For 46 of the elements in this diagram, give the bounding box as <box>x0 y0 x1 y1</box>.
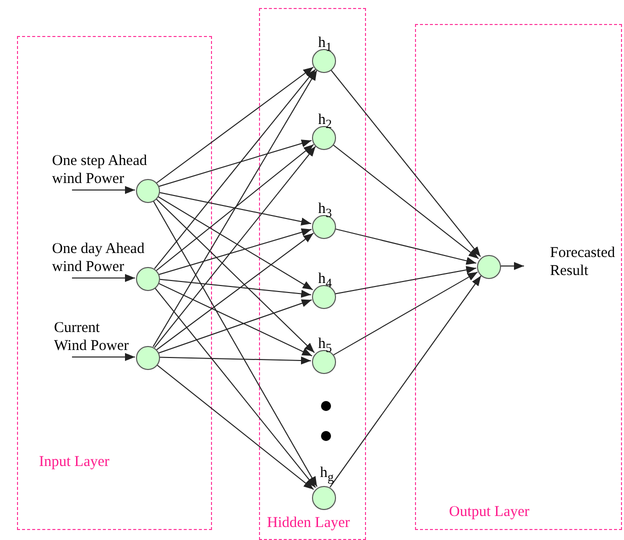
neuron-label: h$_{4}$ <box>317 270 333 292</box>
neuron-label: h$_{1}$ <box>317 34 333 56</box>
arrow <box>158 278 312 298</box>
arrow <box>156 196 314 290</box>
arrow <box>72 274 136 282</box>
arrow <box>156 66 314 184</box>
arrow <box>332 144 479 260</box>
arrow <box>334 266 477 294</box>
arrow <box>72 353 136 361</box>
layer-title: Input Layer <box>39 453 110 471</box>
arrow <box>154 286 316 488</box>
arrow <box>158 192 312 226</box>
arrow <box>152 200 318 488</box>
neuron-label: h$_{2}$ <box>317 111 333 133</box>
neuron-label: One day Ahead wind Power <box>52 240 146 276</box>
ellipsis-dot <box>321 401 331 411</box>
arrow <box>158 140 312 187</box>
arrow <box>332 272 478 356</box>
layer-frame <box>259 8 366 540</box>
ellipsis-dot <box>321 431 331 441</box>
neuron-label: h$_{3}$ <box>317 200 333 222</box>
arrow <box>154 68 316 270</box>
arrow <box>330 68 481 258</box>
arrow <box>156 144 314 271</box>
arrow <box>156 232 314 350</box>
layer-frame <box>415 24 622 530</box>
arrow <box>152 70 318 348</box>
arrow <box>157 282 313 356</box>
arrow <box>158 356 312 364</box>
arrow <box>155 198 315 354</box>
layer-title: Hidden Layer <box>267 514 350 532</box>
arrow <box>500 262 524 270</box>
layer-title: Output Layer <box>449 503 530 521</box>
arrow <box>330 275 482 488</box>
arrow <box>158 299 312 354</box>
arrow <box>72 186 136 194</box>
neuron-label: Forecasted Result <box>550 244 616 280</box>
neuron-label: h$_{g}$ <box>320 464 335 486</box>
layer-frame <box>17 36 212 530</box>
arrow <box>158 228 312 276</box>
arrow <box>334 228 477 265</box>
arrow <box>156 364 314 490</box>
arrow <box>154 146 316 348</box>
neuron-label: h$_{5}$ <box>317 335 333 357</box>
neuron-label: One step Ahead wind Power <box>52 152 148 188</box>
neuron-label: Current Wind Power <box>54 319 130 355</box>
